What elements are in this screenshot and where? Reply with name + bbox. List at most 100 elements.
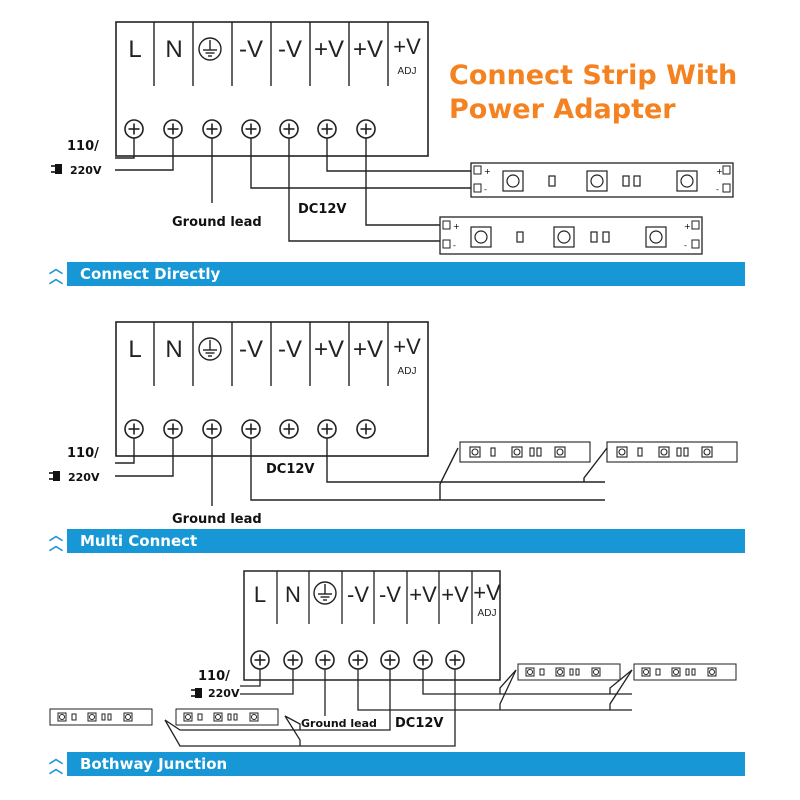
terminal-pos-label: +V	[353, 336, 383, 363]
terminal-neg-label: -V	[278, 36, 302, 63]
screw-terminal-icon	[356, 419, 376, 439]
screw-terminal-icon	[356, 119, 376, 139]
strip-plus-label: +	[716, 167, 723, 176]
led-strip	[517, 663, 621, 681]
input-voltage-label: 220V	[70, 164, 102, 177]
led-strip	[633, 663, 737, 681]
ground-lead-label: Ground lead	[301, 717, 377, 730]
screw-terminal-icon	[163, 419, 183, 439]
terminal-n-label: N	[165, 36, 182, 63]
terminal-pos-label: +V	[441, 582, 469, 607]
input-voltage-label: 110/	[198, 669, 230, 684]
terminal-neg-label: -V	[239, 336, 263, 363]
input-voltage-label: 220V	[68, 471, 100, 484]
screw-terminal-icon	[279, 419, 299, 439]
ground-symbol-icon	[198, 337, 222, 361]
terminal-adj-label: +V	[473, 580, 501, 605]
strip-plus-label: +	[453, 222, 460, 231]
led-strip	[175, 708, 279, 726]
double-chevron-up-icon: ︿︿	[49, 751, 63, 777]
dc-voltage-label: DC12V	[298, 202, 346, 217]
strip-plus-label: +	[484, 167, 491, 176]
terminal-neg-label: -V	[239, 36, 263, 63]
terminal-adj-label: +V	[393, 34, 421, 59]
ground-lead-label: Ground lead	[172, 215, 262, 230]
section-banner: ︿︿ Bothway Junction	[47, 752, 745, 776]
input-voltage-label: 110/	[67, 139, 99, 154]
terminal-n-label: N	[285, 582, 301, 607]
screw-terminal-icon	[445, 650, 465, 670]
led-strip	[49, 708, 153, 726]
terminal-neg-label: -V	[347, 582, 369, 607]
terminal-adj-label: +V	[393, 334, 421, 359]
screw-terminal-icon	[163, 119, 183, 139]
section-title: Multi Connect	[80, 532, 198, 550]
power-plug-icon	[190, 687, 203, 699]
section-title: Bothway Junction	[80, 755, 228, 773]
terminal-adj-sub-label: ADJ	[398, 366, 417, 377]
terminal-n-label: N	[165, 336, 182, 363]
power-plug-icon	[50, 163, 63, 175]
screw-terminal-icon	[250, 650, 270, 670]
screw-terminal-icon	[279, 119, 299, 139]
section-title: Connect Directly	[80, 265, 221, 283]
led-strip	[459, 441, 591, 463]
wires-2	[115, 438, 608, 506]
screw-terminal-icon	[283, 650, 303, 670]
input-voltage-label: 110/	[67, 446, 99, 461]
led-strip: + - + -	[439, 216, 703, 255]
terminal-pos-label: +V	[314, 336, 344, 363]
input-voltage-label: 220V	[208, 687, 240, 700]
terminal-neg-label: -V	[278, 336, 302, 363]
terminal-pos-label: +V	[409, 582, 437, 607]
screw-terminal-icon	[202, 119, 222, 139]
screw-terminal-icon	[241, 419, 261, 439]
screw-terminal-icon	[348, 650, 368, 670]
strip-minus-label: -	[716, 185, 719, 194]
terminal-l-label: L	[128, 36, 141, 63]
terminal-l-label: L	[254, 582, 266, 607]
screw-terminal-icon	[124, 119, 144, 139]
ground-symbol-icon	[198, 37, 222, 61]
power-supply-2: L N -V -V +V +V +V ADJ	[115, 321, 429, 457]
wires-1	[115, 138, 474, 242]
banner-bar	[67, 262, 745, 286]
strip-minus-label: -	[484, 185, 487, 194]
screw-terminal-icon	[380, 650, 400, 670]
double-chevron-up-icon: ︿︿	[49, 261, 63, 287]
ground-lead-label: Ground lead	[172, 512, 262, 527]
banner-bar	[67, 529, 745, 553]
led-strip	[606, 441, 738, 463]
headline-line-1: Connect Strip With	[449, 60, 737, 91]
terminal-pos-label: +V	[353, 36, 383, 63]
led-strip: + - + -	[470, 162, 734, 198]
terminal-adj-sub-label: ADJ	[478, 608, 497, 619]
screw-terminal-icon	[202, 419, 222, 439]
headline-line-2: Power Adapter	[449, 94, 676, 125]
strip-minus-label: -	[453, 241, 456, 250]
double-chevron-up-icon: ︿︿	[49, 528, 63, 554]
terminal-l-label: L	[128, 336, 141, 363]
screw-terminal-icon	[413, 650, 433, 670]
terminal-neg-label: -V	[379, 582, 401, 607]
section-banner: ︿︿ Connect Directly	[47, 262, 745, 286]
strip-minus-label: -	[684, 241, 687, 250]
power-plug-icon	[48, 470, 61, 482]
screw-terminal-icon	[241, 119, 261, 139]
screw-terminal-icon	[317, 419, 337, 439]
wires-3	[164, 669, 633, 747]
terminal-adj-sub-label: ADJ	[398, 66, 417, 77]
strip-plus-label: +	[684, 222, 691, 231]
terminal-pos-label: +V	[314, 36, 344, 63]
dc-voltage-label: DC12V	[395, 716, 443, 731]
screw-terminal-icon	[124, 419, 144, 439]
screw-terminal-icon	[317, 119, 337, 139]
section-banner: ︿︿ Multi Connect	[47, 529, 745, 553]
banner-bar	[67, 752, 745, 776]
screw-terminal-icon	[315, 650, 335, 670]
dc-voltage-label: DC12V	[266, 462, 314, 477]
ground-symbol-icon	[313, 581, 337, 605]
power-supply-1: L N -V -V +V +V +V ADJ	[115, 21, 429, 157]
power-supply-3: L N -V -V +V +V +V ADJ	[243, 570, 501, 681]
